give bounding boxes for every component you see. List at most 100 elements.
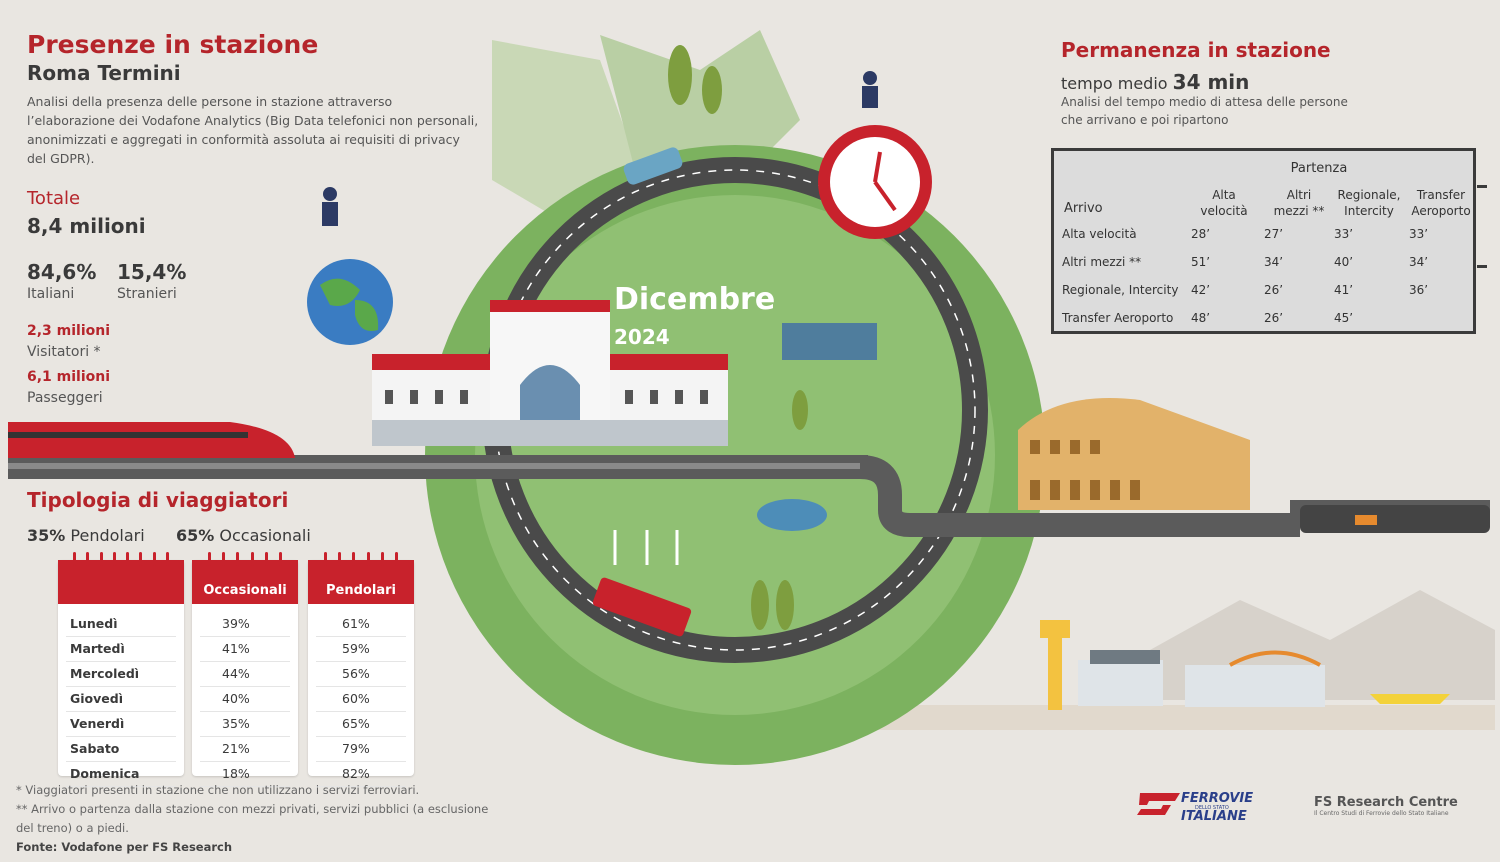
day-row: Martedì [66,637,176,662]
permanenza-col-header-line: Regionale, [1337,188,1401,202]
sign-bracket [1477,185,1487,188]
passeggeri-label: Passeggeri [27,390,103,406]
pendolari-row: 56% [316,662,406,687]
pendolari-list: 61%59%56%60%65%79%82% [308,604,414,787]
station-name: Roma Termini [27,61,181,85]
research-logo: FS Research Centre Il Centro Studi di Fe… [1314,795,1458,817]
pendolari-row: 59% [316,637,406,662]
partenza-header: Partenza [1290,161,1348,176]
footnote-1: * Viaggiatori presenti in stazione che n… [16,783,420,797]
permanenza-description-line2: che arrivano e poi ripartono [1061,113,1229,127]
permanenza-cell: 45’ [1334,311,1354,325]
avg-line: tempo medio 34 min [1061,70,1249,94]
occasionali-row: 41% [200,637,290,662]
fs-logo-line2: DELLO STATO [1195,805,1229,811]
permanenza-cell: 26’ [1264,283,1284,297]
pendolari-summary: 35% Pendolari [27,526,145,545]
fs-logo: FERROVIE DELLO STATO ITALIANE [1135,785,1265,825]
permanenza-col-header-line: velocità [1200,204,1248,218]
permanenza-description-line1: Analisi del tempo medio di attesa delle … [1061,95,1348,109]
permanenza-cell: 33’ [1409,227,1429,241]
permanenza-cell: 40’ [1334,255,1354,269]
permanenza-cell: 42’ [1191,283,1211,297]
permanenza-cell: 41’ [1334,283,1354,297]
footnotes: * Viaggiatori presenti in stazione che n… [16,781,516,857]
avg-label: tempo medio [1061,74,1168,93]
occasionali-header: Occasionali [192,560,298,604]
calendar-rings [58,552,184,566]
permanenza-cell: 33’ [1334,227,1354,241]
occasionali-row: 35% [200,712,290,737]
arrivo-header: Arrivo [1064,201,1103,216]
avg-value: 34 min [1172,70,1250,94]
day-row: Giovedì [66,687,176,712]
pendolari-row: 61% [316,612,406,637]
day-row: Lunedì [66,612,176,637]
page-title: Presenze in stazione [27,30,319,59]
pendolari-row: 82% [316,762,406,787]
permanenza-cell: 51’ [1191,255,1211,269]
day-row: Domenica [66,762,176,787]
occasionali-row: 18% [200,762,290,787]
footnote-2b: del treno) o a piedi. [16,821,129,835]
permanenza-col-header-line: Intercity [1344,204,1394,218]
permanenza-row-label: Altri mezzi ** [1062,255,1142,269]
occasionali-row: 40% [200,687,290,712]
pendolari-card: Pendolari 61%59%56%60%65%79%82% [308,552,414,787]
pendolari-pct: 35% [27,526,66,545]
occasionali-row: 21% [200,737,290,762]
day-row: Sabato [66,737,176,762]
italiani-pct: 84,6% [27,260,97,284]
permanenza-col-header-line: Altri [1286,188,1312,202]
calendar-rings [192,552,298,566]
permanenza-cell: 28’ [1191,227,1211,241]
pendolari-header: Pendolari [308,560,414,604]
sign-bracket [1477,265,1487,268]
total-label: Totale [27,188,81,209]
passeggeri-value: 6,1 milioni [27,369,111,385]
permanenza-row-label: Alta velocità [1062,227,1137,241]
fs-logo-line3: ITALIANE [1181,809,1247,824]
pendolari-summary-label: Pendolari [70,526,145,545]
permanenza-cell: 27’ [1264,227,1284,241]
permanenza-cell: 36’ [1409,283,1429,297]
occasionali-row: 44% [200,662,290,687]
permanenza-col-header-line: Transfer [1416,188,1466,202]
center-year: 2024 [614,325,670,349]
permanenza-cell: 26’ [1264,311,1284,325]
italiani-label: Italiani [27,286,75,302]
permanenza-description: Analisi del tempo medio di attesa delle … [1061,93,1348,129]
days-header [58,560,184,604]
visitatori-label: Visitatori * [27,344,101,360]
permanenza-col-header: Regionale, Intercity [1334,187,1404,219]
page-description: Analisi della presenza delle persone in … [27,94,479,166]
permanenza-cell: 34’ [1409,255,1429,269]
occasionali-card: Occasionali 39%41%44%40%35%21%18% [192,552,298,787]
permanenza-title: Permanenza in stazione [1061,38,1331,62]
calendar-rings [308,552,414,566]
source: Fonte: Vodafone per FS Research [16,840,233,854]
stranieri-pct: 15,4% [117,260,187,284]
permanenza-cell: 34’ [1264,255,1284,269]
fs-logo-mark [1137,793,1180,815]
pendolari-row: 60% [316,687,406,712]
tipologia-title: Tipologia di viaggiatori [27,488,289,512]
occasionali-pct: 65% [176,526,215,545]
occasionali-summary: 65% Occasionali [176,526,311,545]
research-title: FS Research Centre [1314,795,1458,810]
day-row: Mercoledì [66,662,176,687]
fs-logo-line1: FERROVIE [1181,791,1254,806]
pendolari-row: 79% [316,737,406,762]
day-row: Venerdì [66,712,176,737]
occasionali-list: 39%41%44%40%35%21%18% [192,604,298,787]
research-subtitle: Il Centro Studi di Ferrovie dello Stato … [1314,810,1449,817]
stranieri-label: Stranieri [117,286,177,302]
visitatori-value: 2,3 milioni [27,323,111,339]
permanenza-row-label: Transfer Aeroporto [1062,311,1174,325]
